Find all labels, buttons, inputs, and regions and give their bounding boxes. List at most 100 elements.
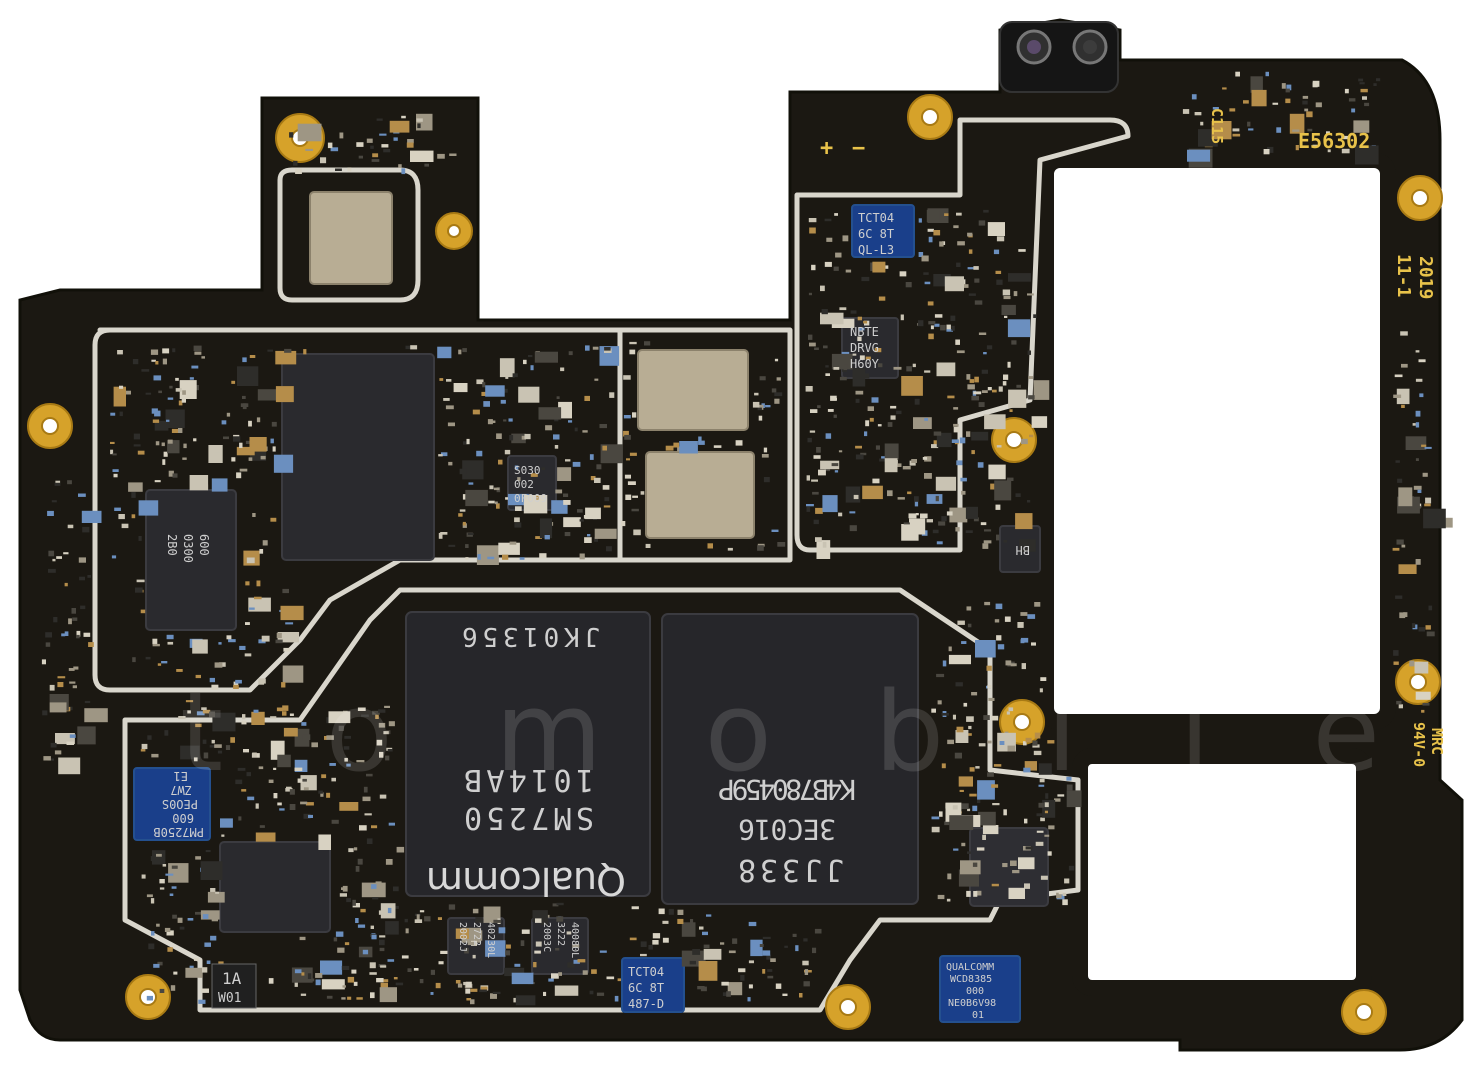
smd-component <box>159 988 165 993</box>
smd-component <box>202 739 207 744</box>
smd-component <box>903 522 910 525</box>
smd-component <box>245 581 250 586</box>
smd-component <box>455 928 469 939</box>
smd-component <box>221 420 227 425</box>
smd-component <box>808 292 812 296</box>
smd-component <box>502 554 509 560</box>
smd-component <box>496 503 500 509</box>
smd-component <box>205 850 211 853</box>
smd-component <box>1421 709 1425 713</box>
smd-component <box>113 473 118 478</box>
smd-component <box>640 953 647 957</box>
smd-component <box>112 469 119 472</box>
smd-component <box>568 351 573 356</box>
smd-component <box>1304 108 1309 112</box>
smd-component <box>771 388 777 393</box>
nbte-chip <box>841 317 899 379</box>
smd-component <box>249 450 267 461</box>
smd-component <box>583 515 588 519</box>
smd-component <box>517 477 521 481</box>
smd-component <box>624 434 631 440</box>
smd-component <box>808 334 813 340</box>
smd-component <box>258 766 264 770</box>
small-components <box>41 71 1453 1006</box>
smd-component <box>855 445 862 449</box>
smd-component <box>974 300 983 305</box>
smd-component <box>361 714 369 717</box>
smd-component <box>1341 148 1350 154</box>
smd-component <box>825 433 832 439</box>
smd-component <box>926 494 943 504</box>
smd-component <box>1031 416 1048 428</box>
smd-component <box>874 348 882 353</box>
smd-component <box>996 635 1002 641</box>
smd-component <box>557 467 572 481</box>
smd-component <box>380 982 388 989</box>
smd-component <box>209 745 216 748</box>
smd-component <box>1412 423 1416 426</box>
smd-component <box>359 825 367 831</box>
smd-component <box>861 276 870 282</box>
smd-component <box>775 983 782 989</box>
smd-component <box>194 351 202 355</box>
smd-component <box>565 459 571 462</box>
smd-component <box>396 846 405 853</box>
smd-component <box>253 709 259 713</box>
smd-component <box>366 773 373 777</box>
smd-component <box>914 500 919 507</box>
smd-component <box>623 375 631 380</box>
smd-component <box>914 398 920 405</box>
smd-component <box>490 993 497 999</box>
mini-chip-2-line1: 40080L <box>569 922 580 958</box>
smd-component <box>467 532 474 535</box>
smd-component <box>959 437 966 444</box>
smd-component <box>982 825 999 835</box>
smd-component <box>289 713 294 716</box>
smd-component <box>890 405 897 409</box>
smd-component <box>55 480 61 484</box>
smd-component <box>975 640 996 658</box>
smd-component <box>864 431 868 437</box>
smd-component <box>294 767 303 771</box>
smd-component <box>959 789 964 792</box>
smd-component <box>879 458 885 462</box>
smd-component <box>419 979 424 984</box>
smd-component <box>293 160 298 166</box>
smd-component <box>357 707 366 711</box>
smd-component <box>585 507 601 520</box>
smd-component <box>378 910 387 915</box>
smd-component <box>987 772 994 777</box>
smd-component <box>1306 111 1313 118</box>
smd-component <box>838 512 843 517</box>
smd-component <box>355 918 359 923</box>
smd-component <box>379 751 384 758</box>
smd-component <box>438 454 443 457</box>
smd-component <box>347 996 352 1000</box>
smd-component <box>50 742 57 748</box>
smd-component <box>79 576 85 581</box>
smd-component <box>337 947 345 953</box>
smd-component <box>833 367 840 370</box>
smd-component <box>235 779 243 785</box>
smd-component <box>991 784 999 788</box>
smd-component <box>401 168 406 175</box>
smd-component <box>383 979 389 983</box>
smd-component <box>262 540 268 546</box>
smd-component <box>1415 422 1420 428</box>
smd-component <box>697 986 705 990</box>
smd-component <box>305 148 313 151</box>
smd-component <box>855 390 864 395</box>
smd-component <box>362 796 371 802</box>
modem-chip <box>281 353 435 561</box>
smd-component <box>1232 133 1241 137</box>
smd-component <box>258 680 265 685</box>
smd-component <box>210 935 217 941</box>
smd-component <box>1263 149 1270 155</box>
smd-component <box>949 815 974 830</box>
smd-component <box>273 454 294 473</box>
smd-component <box>119 385 124 389</box>
smd-component <box>406 142 414 148</box>
smd-component <box>996 279 1003 285</box>
smd-component <box>276 707 283 712</box>
smd-component <box>906 366 912 372</box>
